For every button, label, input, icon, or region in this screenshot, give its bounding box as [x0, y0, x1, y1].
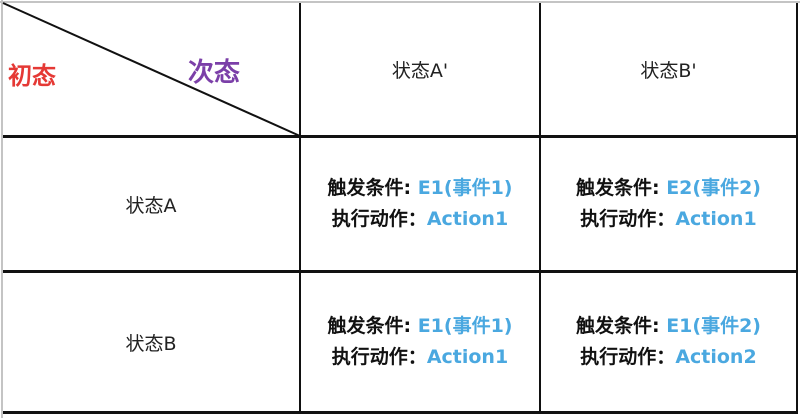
left-border: [1, 0, 3, 418]
trigger-line: 触发条件: E1(事件1): [327, 173, 512, 204]
action-line: 执行动作：Action2: [580, 342, 756, 373]
trigger-line: 触发条件: E1(事件2): [576, 311, 761, 342]
transition-cell-a-to-a-prime: 触发条件: E1(事件1) 执行动作：Action1: [301, 138, 539, 270]
trigger-line: 触发条件: E2(事件2): [576, 173, 761, 204]
action-line: 执行动作：Action1: [332, 342, 508, 373]
col-divider-2: [539, 3, 541, 413]
row-divider-2: [3, 270, 798, 273]
trigger-label: 触发条件:: [575, 315, 667, 337]
action-line: 执行动作：Action1: [332, 204, 508, 235]
column-header-state-b-prime: 状态B': [541, 3, 796, 135]
action-value: Action1: [426, 208, 509, 230]
action-value: Action1: [675, 208, 757, 230]
col-divider-1: [299, 3, 301, 413]
row-header-label: 状态B: [125, 332, 177, 355]
action-value: Action2: [675, 346, 757, 368]
bottom-border: [3, 411, 798, 414]
transition-cell-b-to-a-prime: 触发条件: E1(事件1) 执行动作：Action1: [301, 273, 539, 411]
row-divider-1: [3, 135, 798, 138]
action-line: 执行动作：Action1: [580, 204, 756, 235]
right-border: [796, 3, 798, 413]
trigger-value: E1(事件1): [417, 177, 513, 199]
from-state-axis-label: 初态: [8, 62, 56, 90]
trigger-value: E1(事件1): [417, 315, 513, 337]
column-header-state-a-prime: 状态A': [301, 3, 539, 135]
top-border: [0, 1, 800, 3]
action-label: 执行动作：: [580, 346, 676, 368]
transition-cell-a-to-b-prime: 触发条件: E2(事件2) 执行动作：Action1: [541, 138, 796, 270]
action-label: 执行动作：: [580, 208, 676, 230]
to-state-axis-label: 次态: [188, 58, 241, 88]
column-header-label: 状态A': [391, 59, 449, 82]
corner-diagonal-line: [2, 2, 301, 137]
action-label: 执行动作：: [331, 346, 427, 368]
trigger-line: 触发条件: E1(事件1): [327, 311, 512, 342]
column-header-label: 状态B': [640, 59, 697, 82]
trigger-value: E1(事件2): [666, 315, 761, 337]
action-value: Action1: [426, 346, 509, 368]
action-label: 执行动作：: [331, 208, 427, 230]
row-header-state-a: 状态A: [3, 138, 299, 270]
row-header-label: 状态A: [125, 194, 177, 217]
transition-cell-b-to-b-prime: 触发条件: E1(事件2) 执行动作：Action2: [541, 273, 796, 411]
trigger-label: 触发条件:: [327, 315, 418, 337]
trigger-value: E2(事件2): [666, 177, 761, 199]
row-header-state-b: 状态B: [3, 273, 299, 411]
trigger-label: 触发条件:: [327, 177, 418, 199]
trigger-label: 触发条件:: [575, 177, 667, 199]
